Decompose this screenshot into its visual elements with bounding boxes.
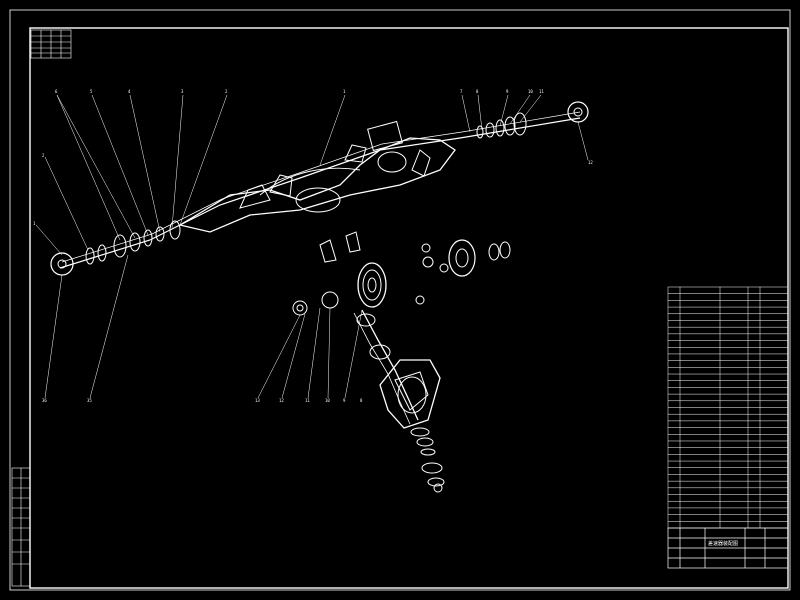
parts-list-table: [667, 286, 789, 529]
part-label: 11: [539, 89, 544, 94]
part-number-labels: 6 5 4 3 2 1 7 8 9 10 11 12 2 1 36 35 13 …: [33, 89, 593, 403]
part-label: 4: [128, 89, 131, 94]
part-label: 11: [305, 398, 310, 403]
revision-strip: [11, 467, 31, 587]
top-left-table: [30, 29, 72, 59]
part-label: 2: [225, 89, 228, 94]
part-label: 2: [42, 153, 45, 158]
part-label: 1: [343, 89, 346, 94]
part-label: 35: [87, 398, 92, 403]
part-label: 10: [325, 398, 330, 403]
part-label: 36: [42, 398, 47, 403]
part-label: 9: [506, 89, 509, 94]
title-block: [667, 527, 789, 569]
part-label: 7: [460, 89, 463, 94]
axle-housing: [50, 101, 589, 276]
part-label: 5: [90, 89, 93, 94]
differential-gears: [292, 231, 511, 493]
part-label: 12: [279, 398, 284, 403]
part-label: 1: [33, 221, 36, 226]
part-label: 9: [343, 398, 346, 403]
drawing-title: 差速器装配图: [708, 540, 738, 547]
leader-lines: [35, 94, 589, 399]
sheet-border: [9, 9, 791, 591]
part-label: 12: [588, 160, 593, 165]
part-label: 6: [55, 89, 58, 94]
part-label: 8: [360, 398, 363, 403]
part-label: 13: [255, 398, 260, 403]
part-label: 8: [476, 89, 479, 94]
part-label: 10: [528, 89, 533, 94]
part-label: 3: [181, 89, 184, 94]
